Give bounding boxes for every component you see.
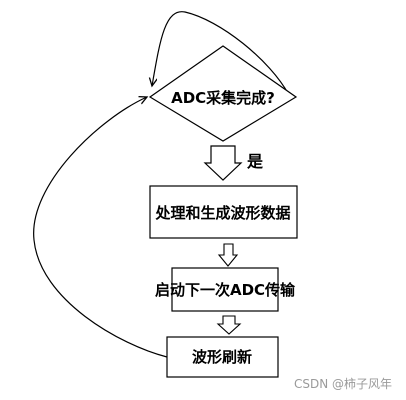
down-arrow-yes [203, 145, 243, 181]
watermark-text: CSDN @柿子风年 [294, 376, 392, 391]
refresh-label: 波形刷新 [192, 348, 252, 366]
return-arrow [33, 97, 168, 358]
next-adc-label: 启动下一次ADC传输 [155, 281, 296, 299]
down-arrow-3 [216, 315, 242, 335]
yes-label: 是 [246, 152, 263, 171]
next-adc-box [171, 267, 279, 312]
process-box [149, 185, 298, 239]
down-arrow-2 [217, 243, 239, 267]
decision-diamond [148, 45, 298, 142]
refresh-box [166, 336, 279, 378]
process-label: 处理和生成波形数据 [154, 204, 290, 222]
wait-loop-arrow [152, 11, 290, 96]
decision-label: ADC采集完成? [171, 89, 275, 107]
